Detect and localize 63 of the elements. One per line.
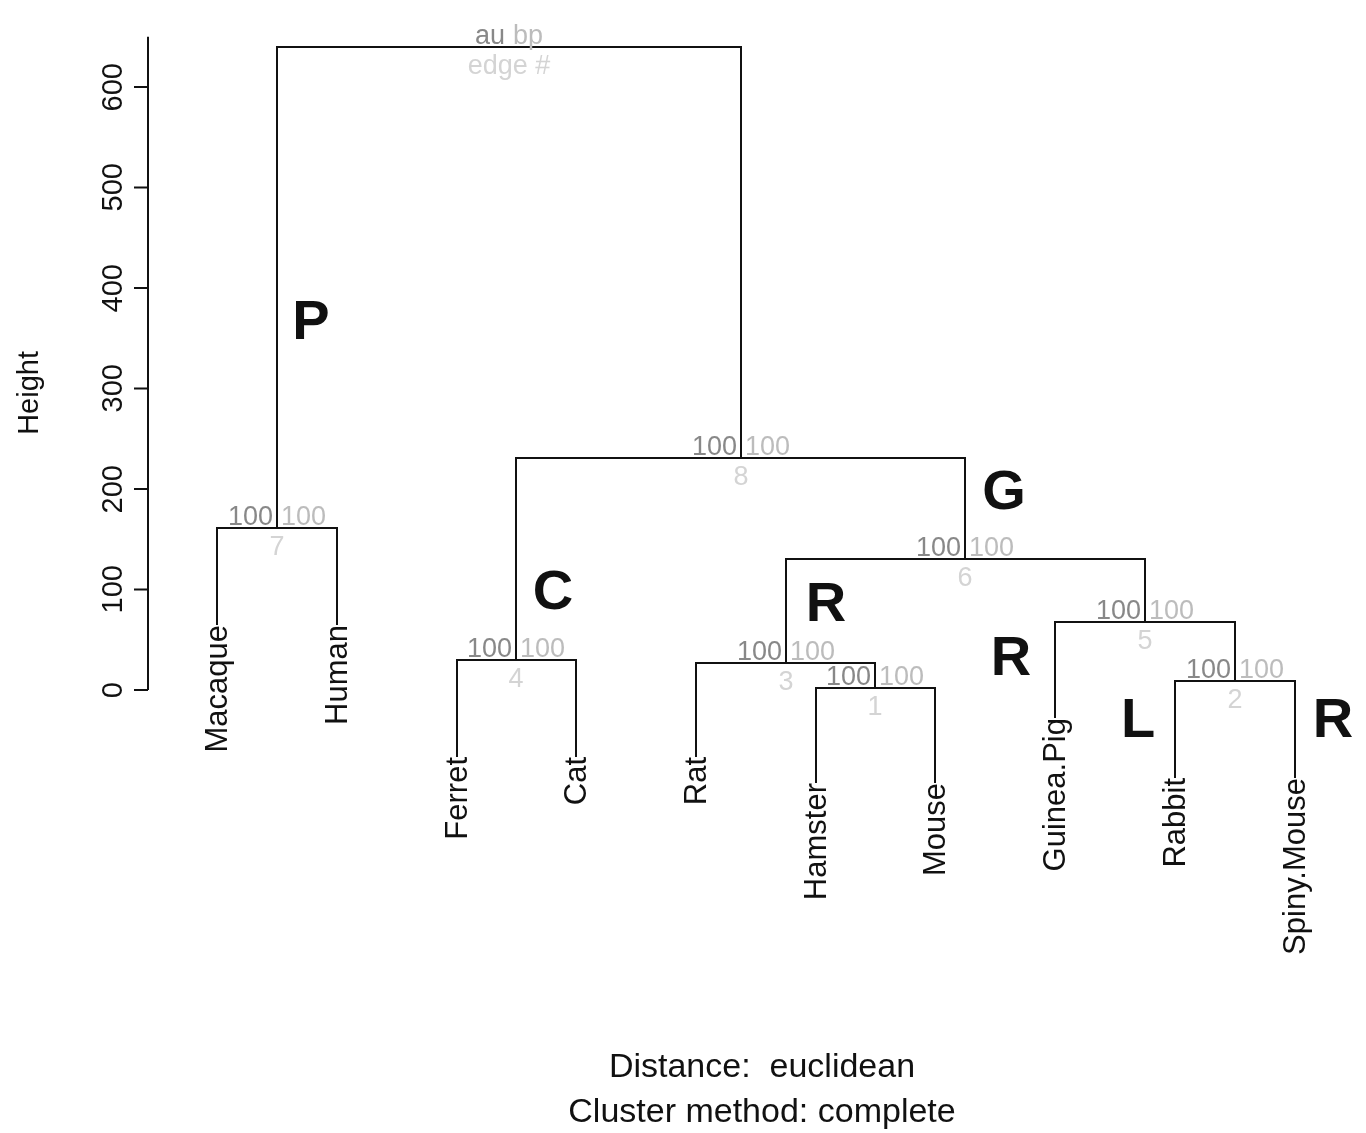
leaf-label: Human: [320, 625, 354, 725]
dendrogram-branch: [456, 659, 465, 758]
dendrogram-branch: [515, 457, 690, 637]
dendrogram-branch: [1196, 621, 1236, 658]
cluster-letter: R: [805, 574, 847, 630]
au-value: 100: [736, 639, 782, 663]
leaf-label: Rat: [679, 757, 713, 806]
leaf-label: Macaque: [200, 625, 234, 753]
au-value: 100: [691, 434, 737, 458]
cluster-letter: C: [532, 562, 574, 618]
leaf-label: Spiny.Mouse: [1278, 778, 1312, 955]
tick-label: 0: [96, 681, 128, 699]
leaf-label: Mouse: [918, 783, 952, 877]
au-value: 100: [825, 664, 871, 688]
au-value: 100: [1095, 598, 1141, 622]
bp-value: 100: [790, 639, 836, 663]
dendrogram-branch: [792, 457, 966, 536]
bp-value: 100: [745, 434, 791, 458]
cluster-node: [457, 23, 561, 79]
dendrogram-branch: [560, 46, 742, 435]
bp-value: 100: [879, 664, 925, 688]
dendrogram-branch: [216, 527, 226, 626]
dendrogram-branch: [1174, 680, 1184, 779]
au-value: 100: [227, 504, 273, 528]
au-value: 100: [466, 636, 512, 660]
dendrogram-branch: [328, 527, 338, 626]
leaf-label: Hamster: [799, 783, 833, 901]
tick-label: 600: [96, 62, 128, 112]
dendrogram-branch: [567, 659, 577, 758]
bp-value: 100: [969, 535, 1015, 559]
dendrogram-branch: [785, 558, 914, 640]
tick-label: 500: [96, 163, 128, 212]
bp-value: 100: [1149, 598, 1195, 622]
dendrogram-branch: [815, 687, 824, 784]
leaf-label: Ferret: [440, 757, 474, 840]
leaf-label: Guinea.Pig: [1038, 718, 1072, 872]
dendrogram-branch: [837, 662, 876, 665]
tick-label: 100: [96, 565, 128, 614]
caption-text: Distance: euclidean: [608, 1045, 916, 1085]
axis-title: Height: [12, 351, 44, 435]
au-value: 100: [1185, 657, 1231, 681]
tick-label: 200: [96, 464, 128, 514]
dendrogram-branch: [276, 46, 458, 505]
bp-value: 100: [520, 636, 566, 660]
cluster-letter: R: [990, 628, 1032, 684]
cluster-letter: R: [1312, 690, 1354, 746]
dendrogram-branch: [1016, 558, 1146, 599]
bp-value: 100: [1239, 657, 1285, 681]
tick-label: 400: [96, 263, 128, 313]
dendrogram-branch: [926, 687, 936, 784]
dendrogram-branch: [1286, 680, 1296, 779]
leaf-label: Rabbit: [1158, 778, 1192, 868]
cluster-letter: G: [982, 462, 1026, 518]
au-value: au: [474, 23, 505, 47]
au-value: 100: [915, 535, 961, 559]
caption-text: Cluster method: complete: [568, 1090, 956, 1130]
cluster-letter: P: [292, 292, 330, 348]
dendrogram-branch: [1054, 621, 1094, 719]
leaf-label: Cat: [559, 757, 593, 806]
dendrogram-branch: [695, 662, 735, 758]
tick-label: 300: [96, 364, 128, 413]
cluster-letter: L: [1120, 690, 1156, 746]
bp-value: 100: [281, 504, 327, 528]
